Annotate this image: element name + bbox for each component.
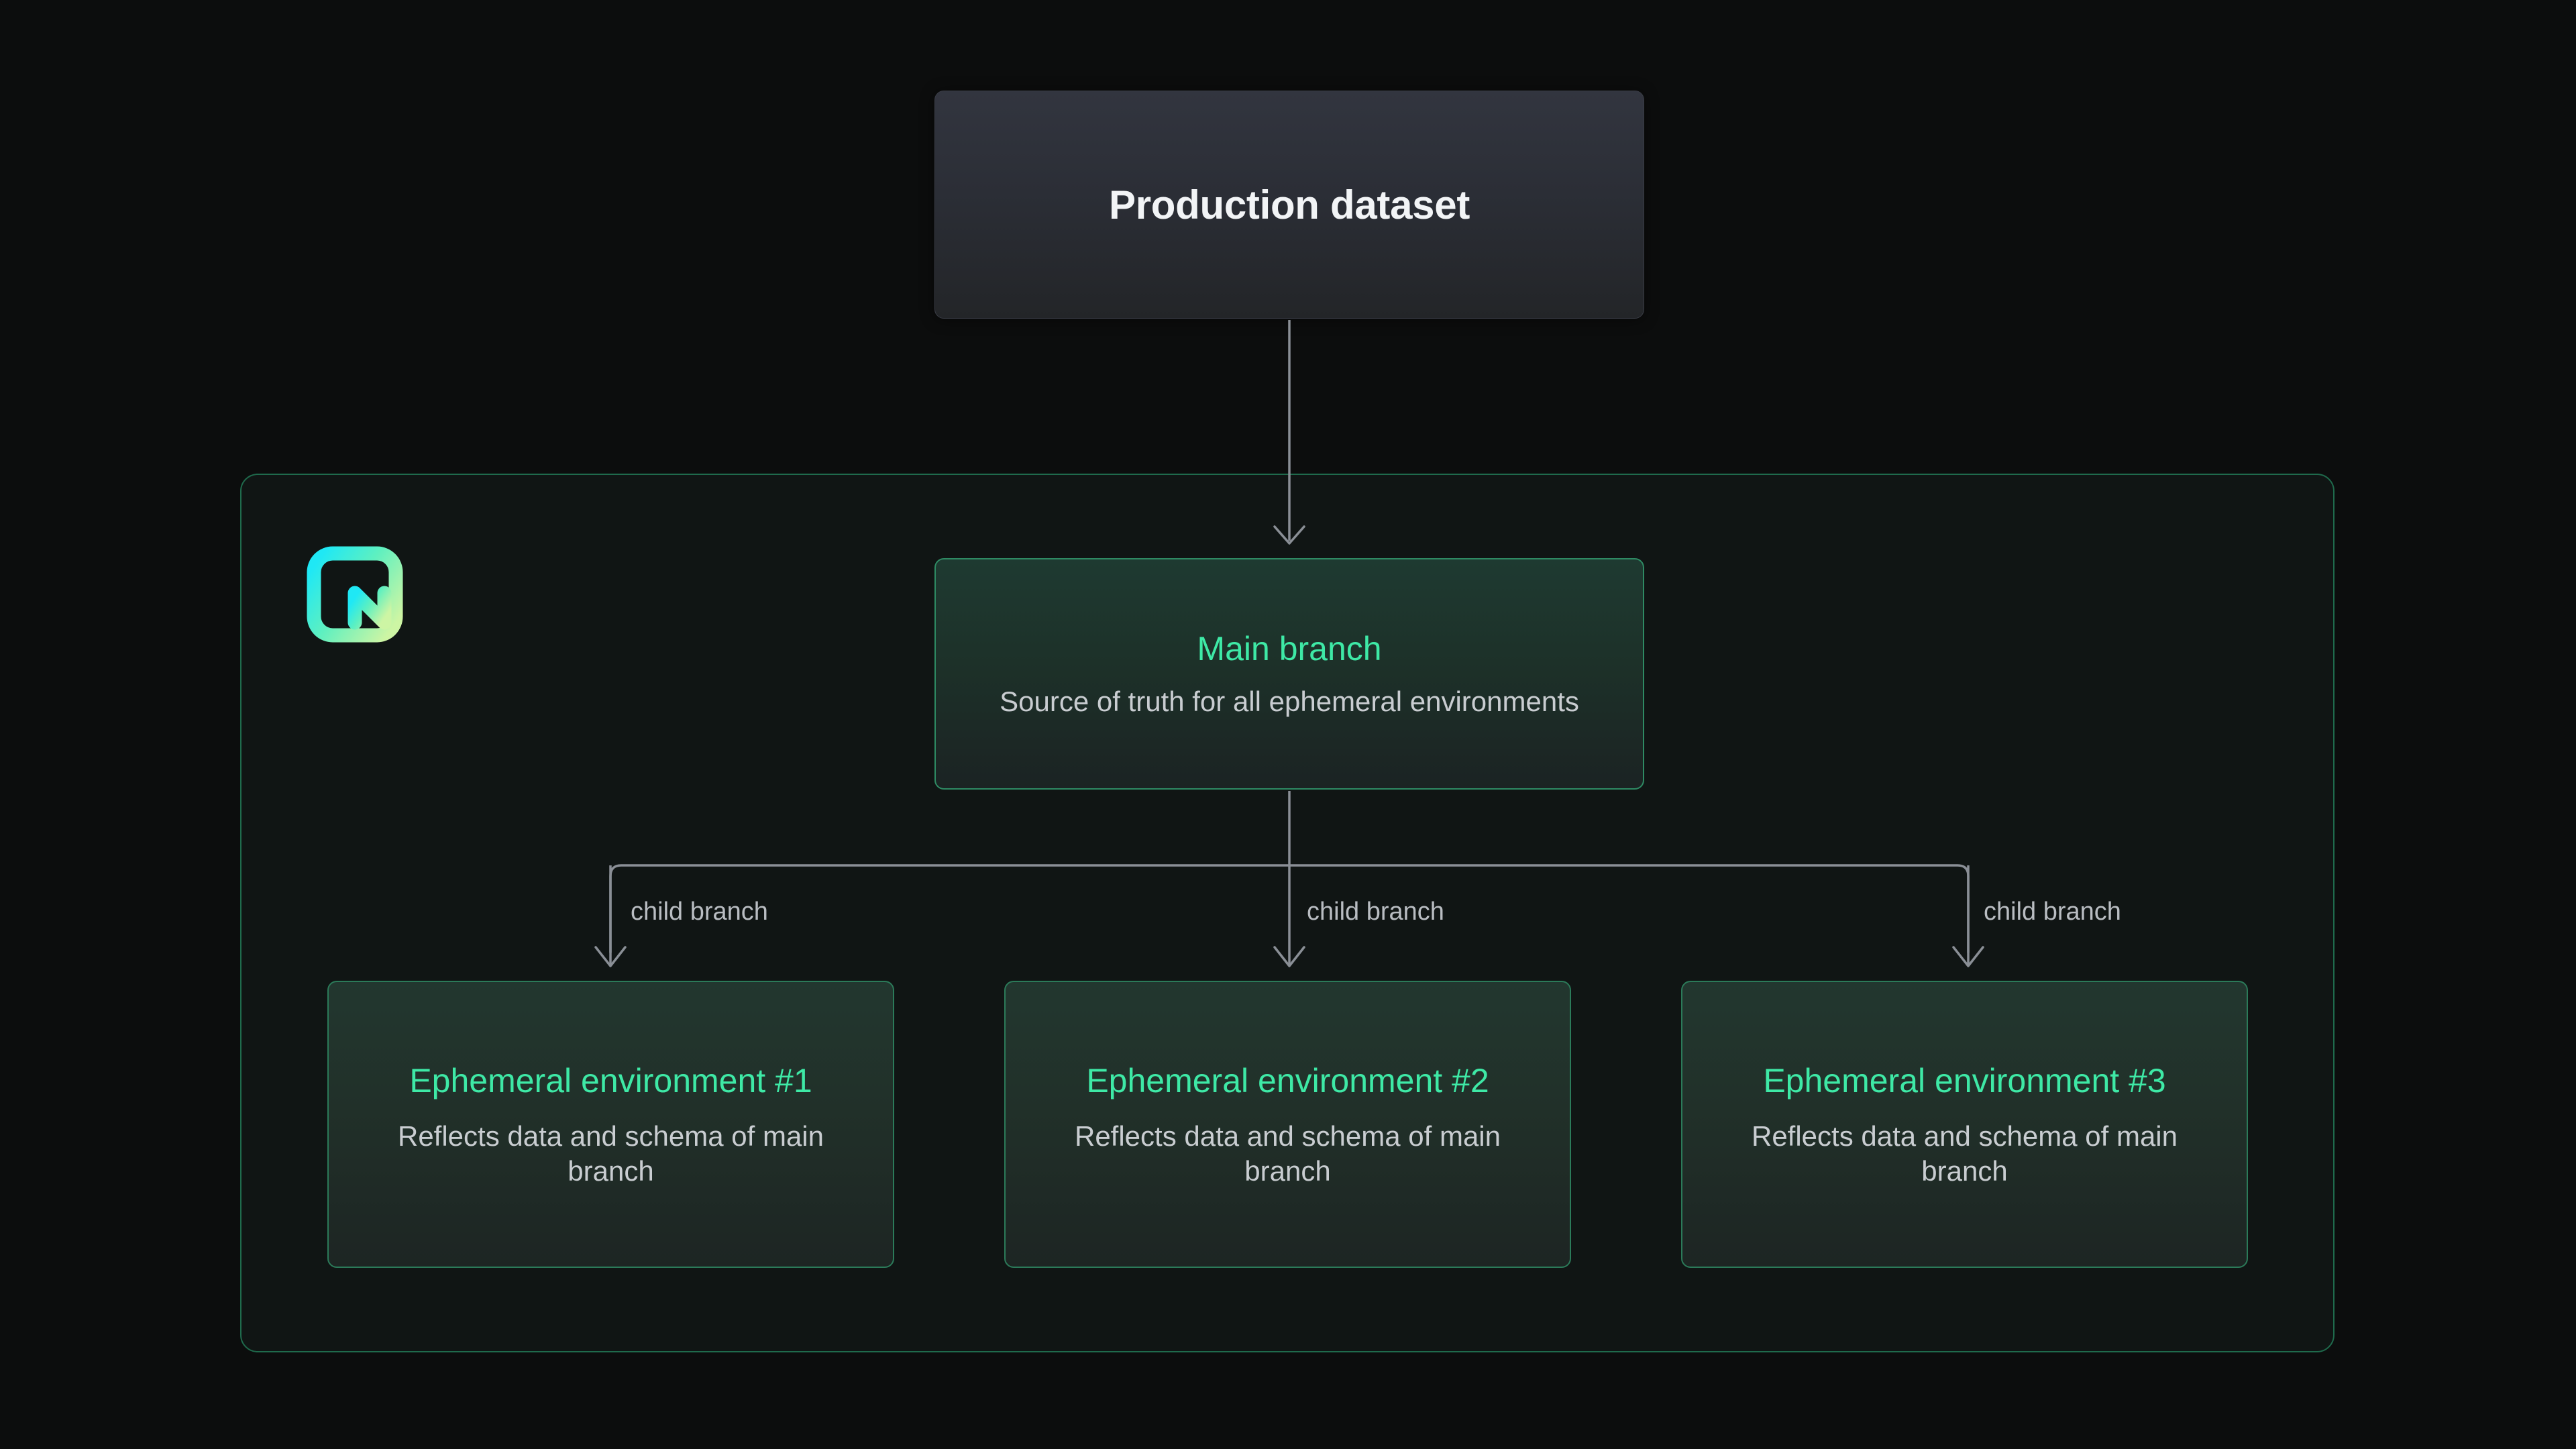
ephemeral-environment-description-1: Reflects data and schema of main branch <box>397 1120 824 1187</box>
production-dataset-title: Production dataset <box>1109 182 1470 227</box>
ephemeral-environment-node-3: Ephemeral environment #3 Reflects data a… <box>1681 981 2248 1268</box>
edge-label-child-branch-3: child branch <box>1984 898 2121 926</box>
production-dataset-node: Production dataset <box>934 91 1644 319</box>
ephemeral-environment-title-2: Ephemeral environment #2 <box>1086 1062 1489 1100</box>
ephemeral-environment-node-1: Ephemeral environment #1 Reflects data a… <box>327 981 894 1268</box>
ephemeral-environment-description-2: Reflects data and schema of main branch <box>1074 1120 1501 1187</box>
edge-label-child-branch-2: child branch <box>1307 898 1444 926</box>
main-branch-title: Main branch <box>1197 629 1382 667</box>
neon-logo-icon <box>305 545 405 644</box>
ephemeral-environment-description-3: Reflects data and schema of main branch <box>1751 1120 2178 1187</box>
edge-label-child-branch-1: child branch <box>631 898 768 926</box>
ephemeral-environment-title-1: Ephemeral environment #1 <box>409 1062 812 1100</box>
ephemeral-environment-title-3: Ephemeral environment #3 <box>1763 1062 2166 1100</box>
main-branch-description: Source of truth for all ephemeral enviro… <box>1000 685 1579 717</box>
ephemeral-environment-node-2: Ephemeral environment #2 Reflects data a… <box>1004 981 1571 1268</box>
main-branch-node: Main branch Source of truth for all ephe… <box>934 558 1644 790</box>
